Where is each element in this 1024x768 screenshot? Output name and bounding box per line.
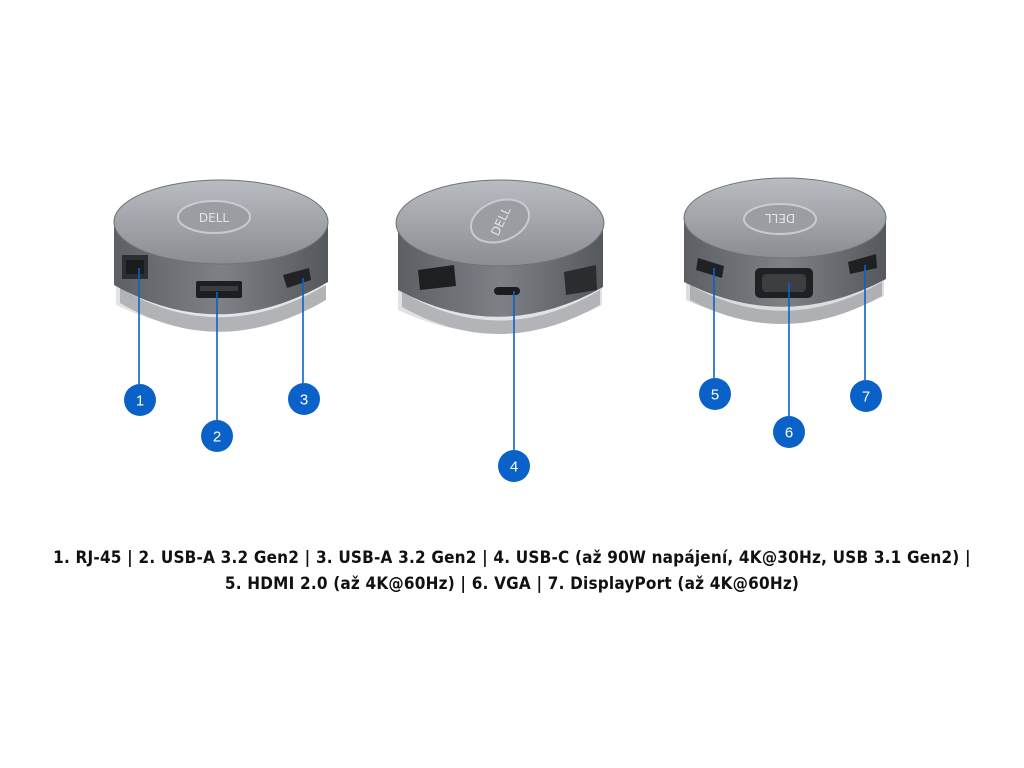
callout-number: 6 (785, 425, 793, 442)
callout-marker-7: 7 (850, 380, 882, 412)
hdmi-port (696, 258, 724, 278)
callout-marker-1: 1 (124, 384, 156, 416)
caption-line-1: 1. RJ-45 | 2. USB-A 3.2 Gen2 | 3. USB-A … (53, 548, 971, 568)
dell-logo: DELL (177, 200, 251, 234)
callout-number: 5 (711, 387, 719, 404)
dell-logo-text: DELL (199, 211, 230, 225)
callout-leader-lines (138, 265, 866, 450)
usb-c-port (494, 287, 520, 295)
adapter-front-middle: DELL (395, 179, 605, 335)
callout-number: 2 (213, 429, 221, 446)
adapter-back-right: DELL (683, 177, 887, 325)
dell-logo: DELL (743, 203, 817, 235)
callout-marker-3: 3 (288, 383, 320, 415)
callout-number: 3 (300, 392, 308, 409)
callout-number: 1 (136, 393, 144, 410)
displayport-port-side (418, 265, 456, 290)
caption-line-2: 5. HDMI 2.0 (až 4K@60Hz) | 6. VGA | 7. D… (224, 574, 800, 594)
callout-number: 4 (510, 459, 518, 476)
displayport-port (848, 254, 877, 274)
dell-logo-text: DELL (765, 211, 796, 225)
callout-marker-2: 2 (201, 420, 233, 452)
adapter-front-left: DELL (113, 179, 329, 332)
callout-number: 7 (862, 389, 870, 406)
product-illustration: DELL DELL DELL (113, 177, 887, 482)
rj45-port-side (564, 265, 597, 295)
dell-logo: DELL (469, 198, 531, 244)
callout-marker-6: 6 (773, 416, 805, 448)
callout-marker-5: 5 (699, 378, 731, 410)
usb-a-port-side (283, 268, 311, 288)
callout-marker-4: 4 (498, 450, 530, 482)
port-legend-caption: 1. RJ-45 | 2. USB-A 3.2 Gen2 | 3. USB-A … (0, 545, 1024, 597)
